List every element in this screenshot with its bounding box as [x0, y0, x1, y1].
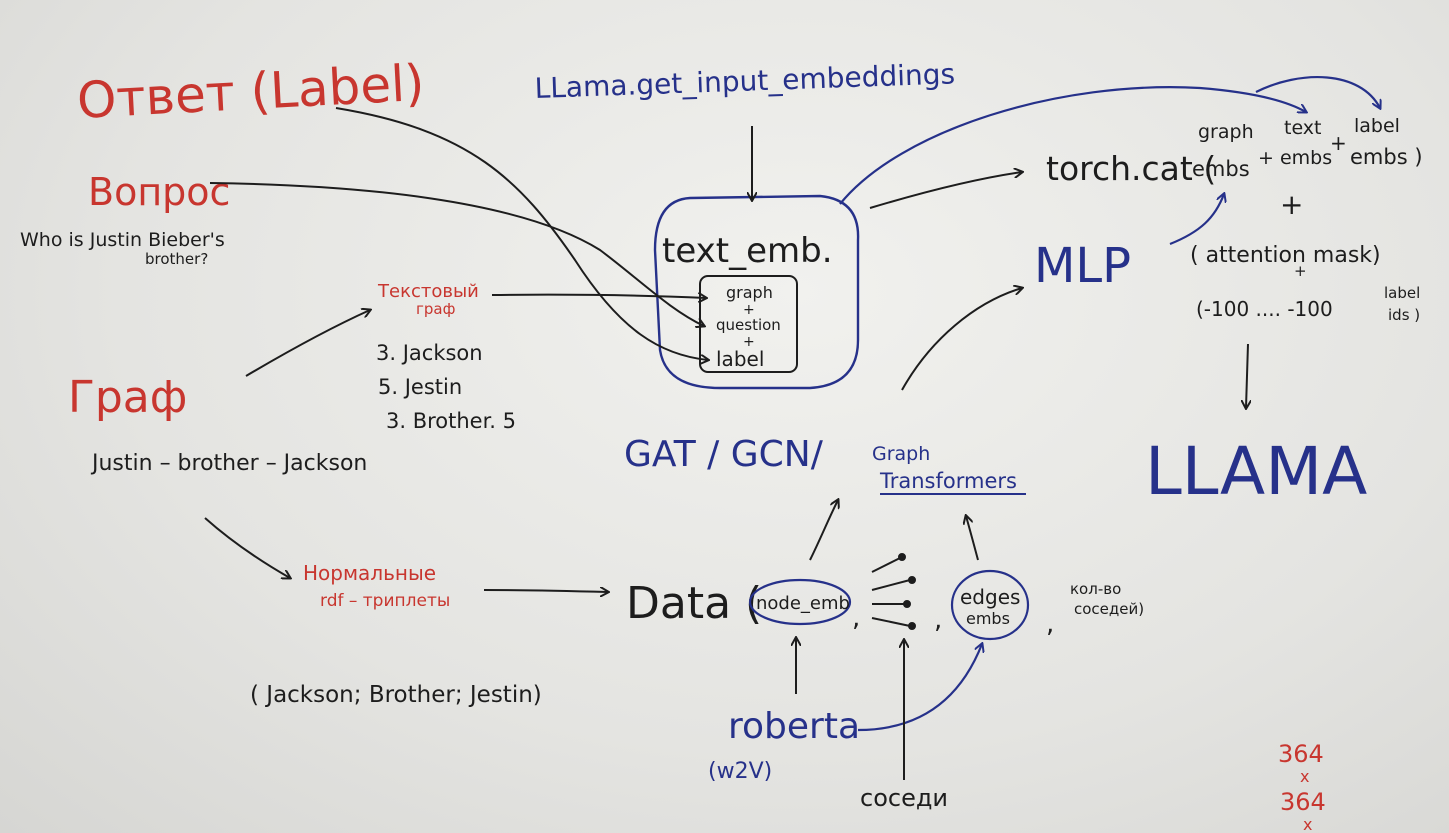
triple-2: 5. Jestin — [378, 375, 462, 399]
attention-mask: ( attention mask) — [1190, 243, 1381, 268]
multiplication-x2: x — [1303, 815, 1312, 833]
arrow-question-to-question — [210, 183, 704, 326]
question-text-line2: brother? — [145, 250, 208, 268]
gnn-graph: Graph — [872, 443, 930, 465]
ids-range: (-100 .... -100 — [1196, 297, 1333, 321]
llama-get-input-embeddings: LLama.get_input_embeddings — [534, 57, 956, 105]
text-embs-line1: text — [1284, 117, 1322, 139]
arrow-edges-to-gnn — [966, 516, 978, 560]
mlp-label: MLP — [1034, 238, 1131, 294]
multiplication-2: 364 — [1280, 788, 1326, 816]
arrow-nodeemb-to-gnn — [810, 500, 838, 560]
arrow-graph-to-textgraph — [246, 310, 370, 376]
label-ids-line2: ids ) — [1388, 306, 1420, 324]
text-graph-line2: граф — [416, 300, 455, 318]
comma-1: , — [852, 603, 860, 633]
llama-label: LLAMA — [1145, 433, 1367, 510]
plus-under-attention: + — [1294, 262, 1307, 280]
label-embs-line2: embs ) — [1350, 145, 1423, 169]
inner-question: question — [716, 316, 781, 334]
torch-cat: torch.cat ( — [1046, 149, 1216, 188]
arrow-textemb-to-torchcat — [870, 172, 1022, 208]
sosedi-label: соседи — [860, 784, 948, 812]
arrow-graph-to-rdf — [205, 518, 290, 578]
multiplication-x1: x — [1300, 767, 1309, 786]
inner-label: label — [716, 347, 764, 371]
arrow-roberta-to-edgesembs — [858, 644, 982, 730]
arrow-textgraph-to-graph — [492, 295, 706, 298]
edges-embs-line1: edges — [960, 585, 1020, 609]
graph-embs-line1: graph — [1198, 121, 1254, 143]
rdf-example: ( Jackson; Brother; Jestin) — [250, 682, 542, 708]
triple-3: 3. Brother. 5 — [386, 409, 516, 433]
rdf-line2: rdf – триплеты — [320, 591, 450, 611]
comma-2: , — [934, 605, 942, 635]
text-emb-label: text_emb. — [662, 231, 833, 271]
arrow-to-llama — [1246, 344, 1248, 408]
inner-graph: graph — [726, 283, 773, 302]
triple-1: 3. Jackson — [376, 341, 483, 365]
roberta-label: roberta — [728, 706, 860, 747]
question-label: Вопрос — [88, 170, 230, 214]
neighbor-count-line2: соседей) — [1074, 600, 1144, 618]
plus-between-text-label: + — [1330, 131, 1347, 155]
arrow-mlp-to-graphembs — [1170, 194, 1224, 244]
question-text-line1: Who is Justin Bieber's — [20, 229, 225, 251]
edges-embs-line2: embs — [966, 609, 1010, 628]
edges-icon — [872, 554, 915, 629]
data-label: Data ( — [626, 578, 762, 629]
plus-center: + — [1280, 188, 1303, 221]
comma-3: , — [1046, 609, 1054, 639]
label-embs-line1: label — [1354, 115, 1400, 137]
node-emb-label: node_emb — [756, 593, 850, 614]
arrow-answer-to-label — [336, 108, 708, 360]
graph-embs-line2: embs — [1192, 157, 1250, 181]
label-ids-line1: label — [1384, 284, 1420, 302]
arrow-rdf-to-data — [484, 590, 608, 592]
text-graph-line1: Текстовый — [377, 281, 479, 302]
text-embs-line2: + embs — [1258, 147, 1332, 169]
neighbor-count-line1: кол-во — [1070, 580, 1121, 598]
graph-label: Граф — [68, 372, 187, 423]
rdf-line1: Нормальные — [303, 561, 436, 585]
arrow-gnn-to-mlp — [902, 288, 1022, 390]
gnn-label: GAT / GCN/ — [624, 434, 824, 475]
w2v-label: (w2V) — [708, 759, 772, 784]
gnn-transformers: Transformers — [879, 469, 1017, 493]
multiplication-1: 364 — [1278, 740, 1324, 768]
arrow-to-label-embs — [1256, 77, 1380, 108]
answer-label: Ответ (Label) — [76, 54, 426, 130]
graph-example: Justin – brother – Jackson — [90, 451, 367, 476]
